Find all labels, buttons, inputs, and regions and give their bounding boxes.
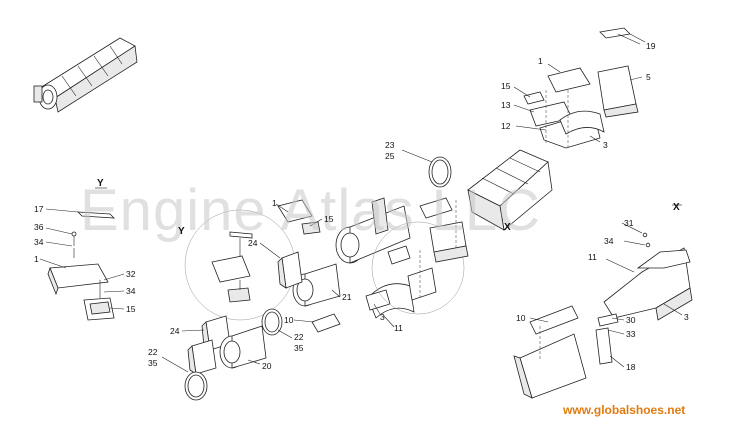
- callout-20: 20: [262, 361, 272, 371]
- overview-assembly: [33, 37, 138, 113]
- callout-32: 32: [126, 269, 136, 279]
- view-label-y-top: Y: [97, 178, 104, 189]
- callout-1-top: 1: [538, 56, 543, 66]
- callout-21: 21: [342, 292, 352, 302]
- callout-22-low: 22: [148, 347, 158, 357]
- callout-36: 36: [34, 222, 44, 232]
- callout-3-right: 3: [684, 312, 689, 322]
- view-label-x-main: X: [504, 222, 511, 233]
- callout-30: 30: [626, 315, 636, 325]
- callout-34-left2: 34: [126, 286, 136, 296]
- callout-12: 12: [501, 121, 511, 131]
- callout-15-mid: 15: [324, 214, 334, 224]
- gasket-ring-top: [428, 156, 452, 188]
- center-assembly: [261, 197, 469, 336]
- callout-17: 17: [34, 204, 44, 214]
- callout-10-mid: 10: [284, 315, 294, 325]
- callout-13: 13: [501, 100, 511, 110]
- callout-34-left: 34: [34, 237, 44, 247]
- callout-35-mid: 35: [294, 343, 304, 353]
- callout-5: 5: [646, 72, 651, 82]
- callout-labels: 19 1 5 15 13 12 3 23 25 Y 17 36 34 1 32 …: [34, 41, 689, 372]
- callout-11-mid: 11: [394, 323, 403, 333]
- callout-22-mid: 22: [294, 332, 304, 342]
- view-y-left: [47, 187, 116, 321]
- callout-31: 31: [624, 218, 634, 228]
- lower-center-assembly: [184, 315, 267, 401]
- callout-35-low: 35: [148, 358, 158, 368]
- callout-25: 25: [385, 151, 395, 161]
- callout-10-right: 10: [516, 313, 526, 323]
- callout-34-right: 34: [604, 236, 614, 246]
- top-right-assembly: [467, 27, 646, 231]
- callout-23: 23: [385, 140, 395, 150]
- callout-15-top: 15: [501, 81, 511, 91]
- callout-3-mid: 3: [380, 312, 385, 322]
- site-url: www.globalshoes.net: [562, 403, 685, 417]
- leader-lines: [39, 33, 683, 373]
- callout-33: 33: [626, 329, 636, 339]
- callout-24-mid: 24: [248, 238, 258, 248]
- view-label-x-right: X: [673, 202, 680, 213]
- callout-1-left: 1: [34, 254, 39, 264]
- view-label-y-circle: Y: [178, 226, 185, 237]
- view-x-right: [513, 204, 693, 399]
- callout-15-left: 15: [126, 304, 136, 314]
- view-y-circle: [184, 209, 296, 321]
- callout-18: 18: [626, 362, 636, 372]
- callout-1-mid: 1: [272, 198, 277, 208]
- callout-19: 19: [646, 41, 656, 51]
- callout-11-right: 11: [588, 252, 597, 262]
- callout-24-low: 24: [170, 326, 180, 336]
- callout-3-top: 3: [603, 140, 608, 150]
- watermark-text: Engine Atlas LLC: [80, 178, 541, 243]
